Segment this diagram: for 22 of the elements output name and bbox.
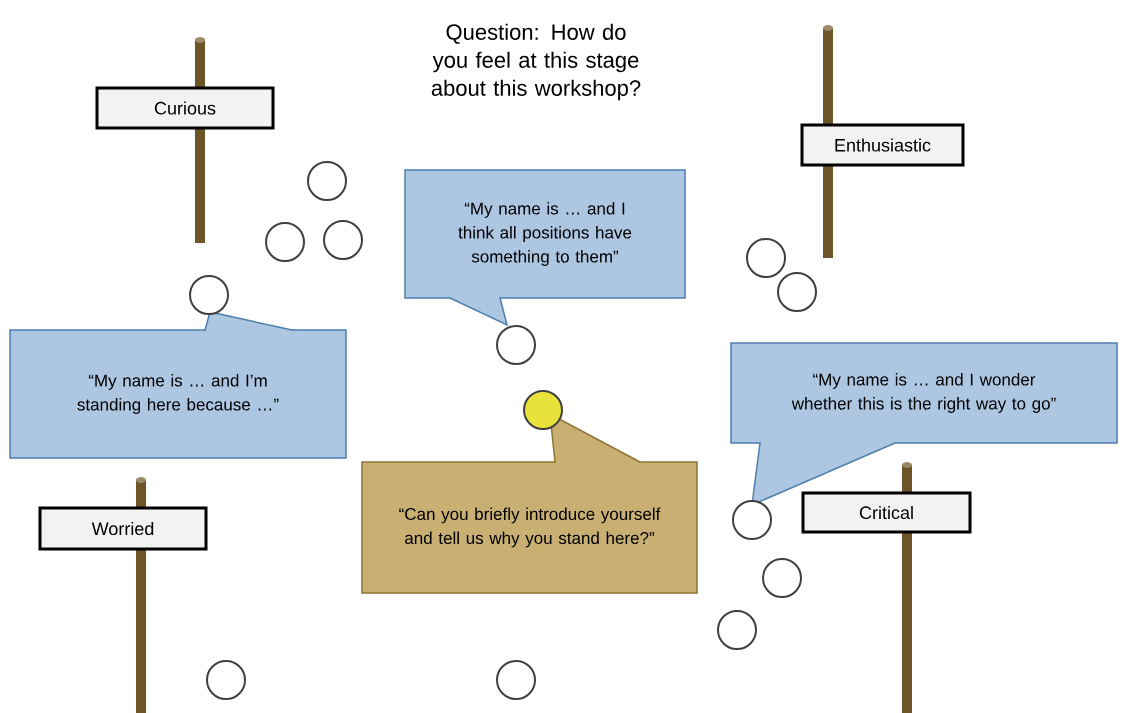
circle-marker [496,325,536,365]
circle-marker [732,500,772,540]
title: Question: How do you feel at this stage about this workshop? [431,23,641,101]
signpost: Enthusiastic [800,25,965,258]
speech-bubble: “My name is … and I think all positions have something to them” [404,169,686,327]
signpost: Curious [95,37,275,243]
circle-marker [206,660,246,700]
speech-bubble: “My name is … and I wonder whether this is the right way to go” [730,342,1118,507]
signpost: Worried [38,477,208,713]
circle-marker [323,220,363,260]
circle-marker [746,238,786,278]
circle-marker [265,222,305,262]
circle-marker [717,610,757,650]
signpost: Critical [801,462,972,713]
circle-marker [777,272,817,312]
circle-marker [189,275,229,315]
circle-marker [496,660,536,700]
circle-marker [307,161,347,201]
circle-marker [523,390,563,430]
speech-bubble: “My name is … and I’m standing here because …” [9,311,347,459]
circle-marker [762,558,802,598]
speech-bubble: “Can you briefly introduce yourself and tell us why you stand here?” [361,412,698,594]
